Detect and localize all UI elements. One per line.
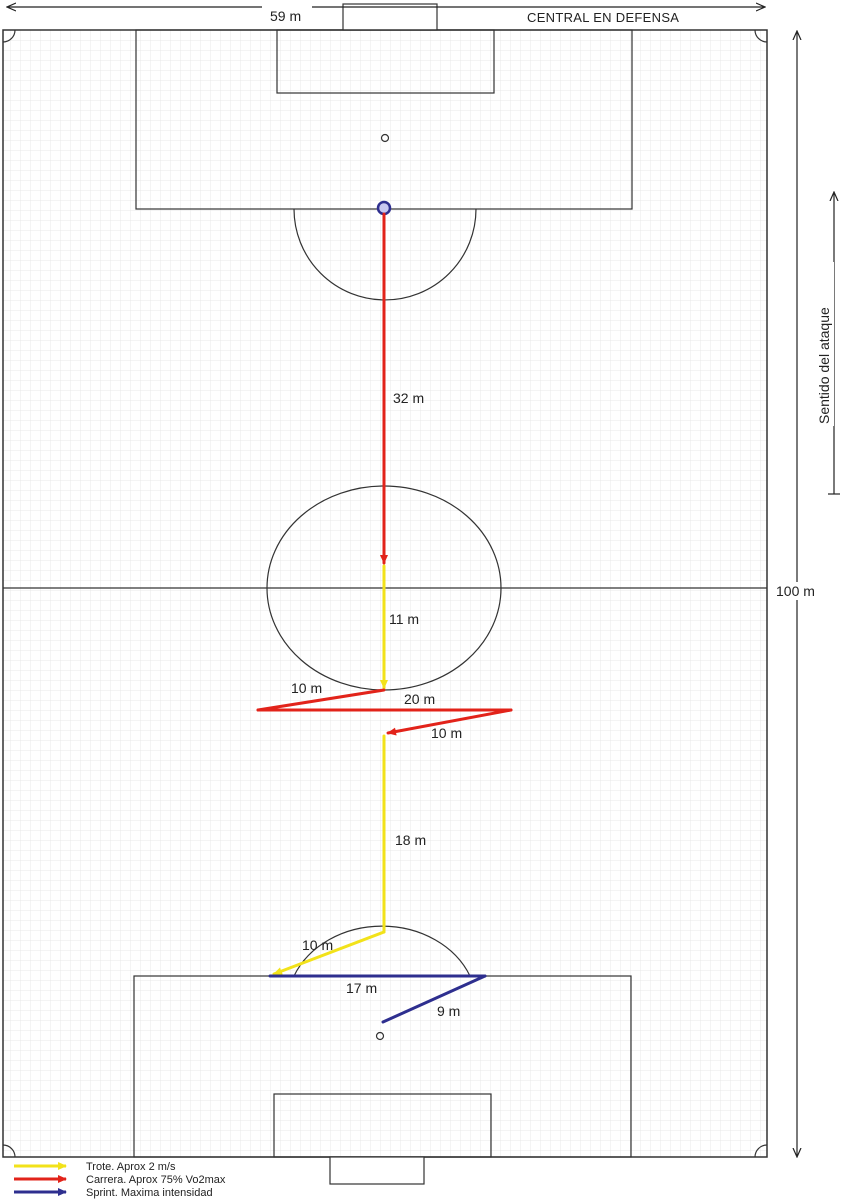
segment-label-9m: 9 m	[437, 1003, 460, 1019]
movement-path	[256, 212, 513, 1024]
diagram-title: CENTRAL EN DEFENSA	[527, 10, 679, 25]
segment-label-10m-b: 10 m	[431, 725, 462, 741]
segment-label-10m-a: 10 m	[291, 680, 322, 696]
segment-label-18m: 18 m	[395, 832, 426, 848]
width-label-bg	[262, 6, 312, 24]
segment-label-10m-c: 10 m	[302, 937, 333, 953]
segment-label-20m: 20 m	[404, 691, 435, 707]
segment-3-carrera	[256, 688, 386, 712]
legend-carrera-label: Carrera. Aprox 75% Vo2max	[86, 1174, 226, 1186]
segment-7-trote	[272, 930, 386, 976]
top-goal-area	[276, 29, 495, 94]
top-penalty-spot	[380, 133, 390, 143]
legend: Trote. Aprox 2 m/s Carrera. Aprox 75% Vo…	[14, 1161, 226, 1199]
attack-label-bg	[814, 262, 834, 426]
legend-trote-label: Trote. Aprox 2 m/s	[86, 1161, 176, 1173]
player-start-marker	[376, 200, 392, 216]
length-label-bg	[774, 582, 828, 600]
segment-label-11m: 11 m	[389, 611, 419, 627]
width-label: 59 m	[270, 8, 301, 24]
segment-5-carrera	[386, 708, 513, 736]
bottom-penalty-spot	[375, 1031, 385, 1041]
segment-9-sprint	[381, 974, 487, 1024]
segment-label-32m: 32 m	[393, 390, 424, 406]
bottom-goal	[329, 1156, 425, 1185]
legend-sprint-label: Sprint. Maxima intensidad	[86, 1187, 213, 1199]
bottom-penalty-arc	[293, 925, 471, 977]
segment-label-17m: 17 m	[346, 980, 377, 996]
length-label: 100 m	[776, 583, 815, 599]
attack-direction-label: Sentido del ataque	[816, 307, 832, 424]
corner-arcs	[2, 29, 768, 1158]
top-goal	[342, 3, 438, 31]
